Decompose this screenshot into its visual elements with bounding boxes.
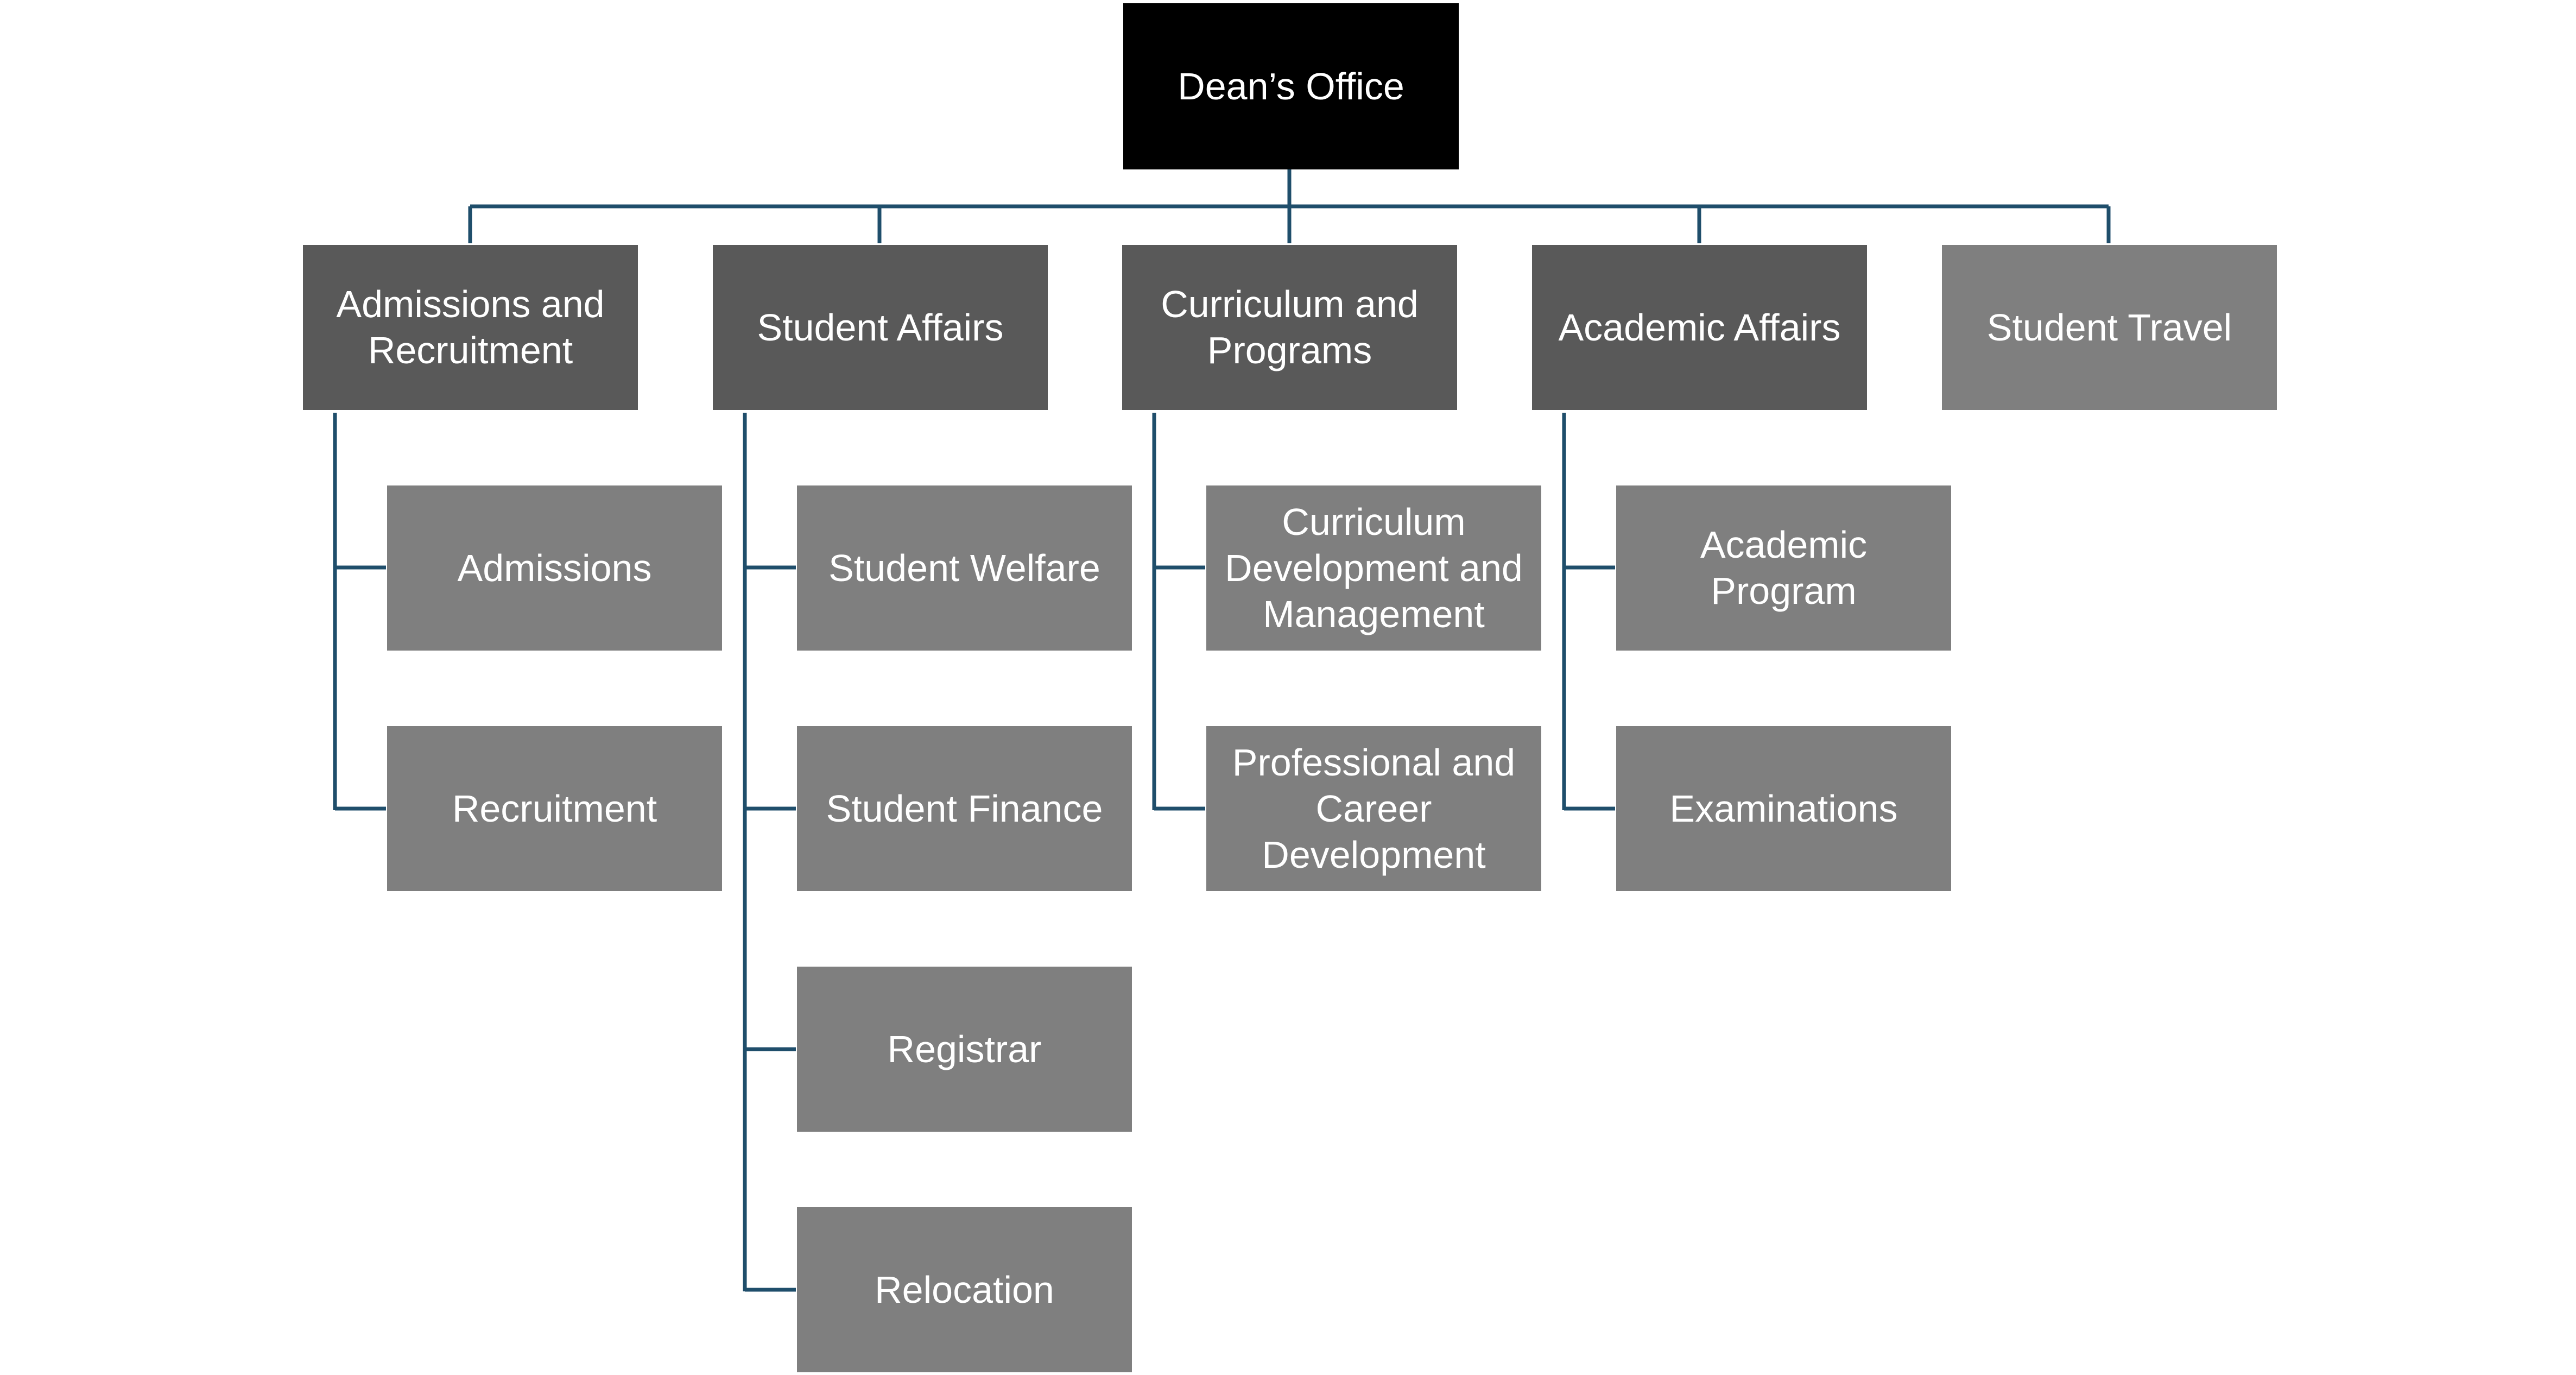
node-deans-office: Dean’s Office — [1123, 3, 1459, 169]
node-student-welfare: Student Welfare — [797, 485, 1132, 651]
node-label: Academic Program — [1700, 523, 1868, 612]
node-examinations: Examinations — [1616, 726, 1951, 891]
node-relocation: Relocation — [797, 1207, 1132, 1372]
node-academic-affairs: Academic Affairs — [1532, 245, 1867, 410]
node-label: Relocation — [875, 1268, 1054, 1311]
node-label: Student Travel — [1986, 306, 2232, 349]
node-label: Admissions — [457, 546, 652, 589]
node-admissions-and-recruitment: Admissions and Recruitment — [303, 245, 638, 410]
node-student-travel: Student Travel — [1942, 245, 2277, 410]
node-label: Recruitment — [452, 787, 657, 830]
node-label: Professional and Career Development — [1232, 741, 1516, 876]
node-admissions: Admissions — [387, 485, 722, 651]
node-curriculum-and-programs: Curriculum and Programs — [1122, 245, 1457, 410]
node-label: Student Affairs — [757, 306, 1004, 349]
node-label: Curriculum and Programs — [1161, 283, 1419, 371]
node-label: Registrar — [887, 1027, 1042, 1070]
node-label: Academic Affairs — [1558, 306, 1841, 349]
node-label: Student Finance — [826, 787, 1103, 830]
node-student-finance: Student Finance — [797, 726, 1132, 891]
node-professional-and-career-development: Professional and Career Development — [1206, 726, 1541, 891]
node-registrar: Registrar — [797, 967, 1132, 1132]
node-recruitment: Recruitment — [387, 726, 722, 891]
node-label: Student Welfare — [828, 546, 1100, 589]
node-academic-program: Academic Program — [1616, 485, 1951, 651]
node-label: Examinations — [1669, 787, 1898, 830]
node-student-affairs: Student Affairs — [713, 245, 1048, 410]
node-label: Dean’s Office — [1178, 65, 1404, 108]
node-curriculum-development-and-management: Curriculum Development and Management — [1206, 485, 1541, 651]
node-label: Admissions and Recruitment — [336, 283, 605, 371]
node-label: Curriculum Development and Management — [1225, 500, 1523, 635]
